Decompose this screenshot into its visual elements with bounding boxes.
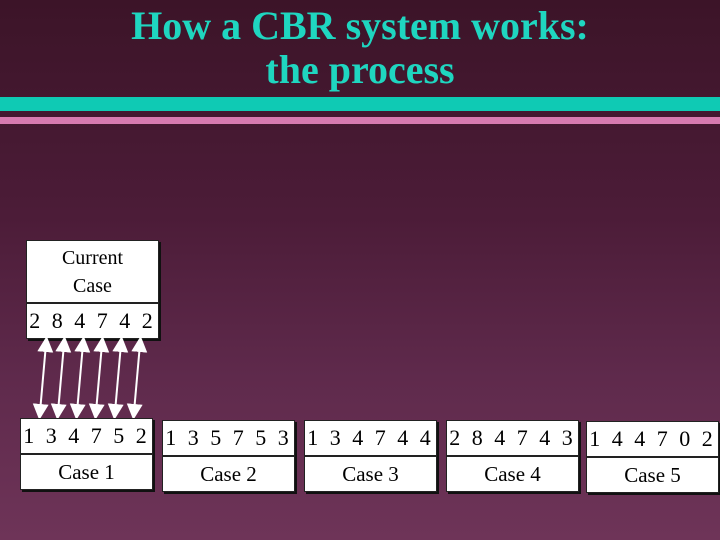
current-case-sequence: 2 8 4 7 4 2 <box>26 303 159 339</box>
current-case-box: Current Case <box>26 240 159 303</box>
title-line-1: How a CBR system works: <box>131 3 589 48</box>
accent-bar <box>0 97 720 111</box>
arrow-digit-3 <box>69 336 91 420</box>
case-5-sequence: 1 4 4 7 0 2 <box>586 421 719 457</box>
case-1-label: Case 1 <box>20 454 153 490</box>
case-4-label: Case 4 <box>446 456 579 492</box>
case-2-label: Case 2 <box>162 456 295 492</box>
case-3-label: Case 3 <box>304 456 437 492</box>
slide-title: How a CBR system works: the process <box>0 4 720 92</box>
case-1-sequence: 1 3 4 7 5 2 <box>20 418 153 454</box>
secondary-bar <box>0 117 720 124</box>
arrow-digit-5 <box>107 336 129 420</box>
case-4-sequence: 2 8 4 7 4 3 <box>446 420 579 456</box>
arrow-digit-2 <box>50 336 72 420</box>
case-3-sequence: 1 3 4 7 4 4 <box>304 420 437 456</box>
arrow-digit-6 <box>126 336 148 420</box>
case-2-sequence: 1 3 5 7 5 3 <box>162 420 295 456</box>
current-case-label-line-2: Case <box>73 274 112 297</box>
title-line-2: the process <box>265 47 455 92</box>
case-5-label: Case 5 <box>586 457 719 493</box>
arrow-digit-4 <box>88 336 110 420</box>
current-case-label-line-1: Current <box>61 246 124 269</box>
arrow-digit-1 <box>32 336 54 420</box>
